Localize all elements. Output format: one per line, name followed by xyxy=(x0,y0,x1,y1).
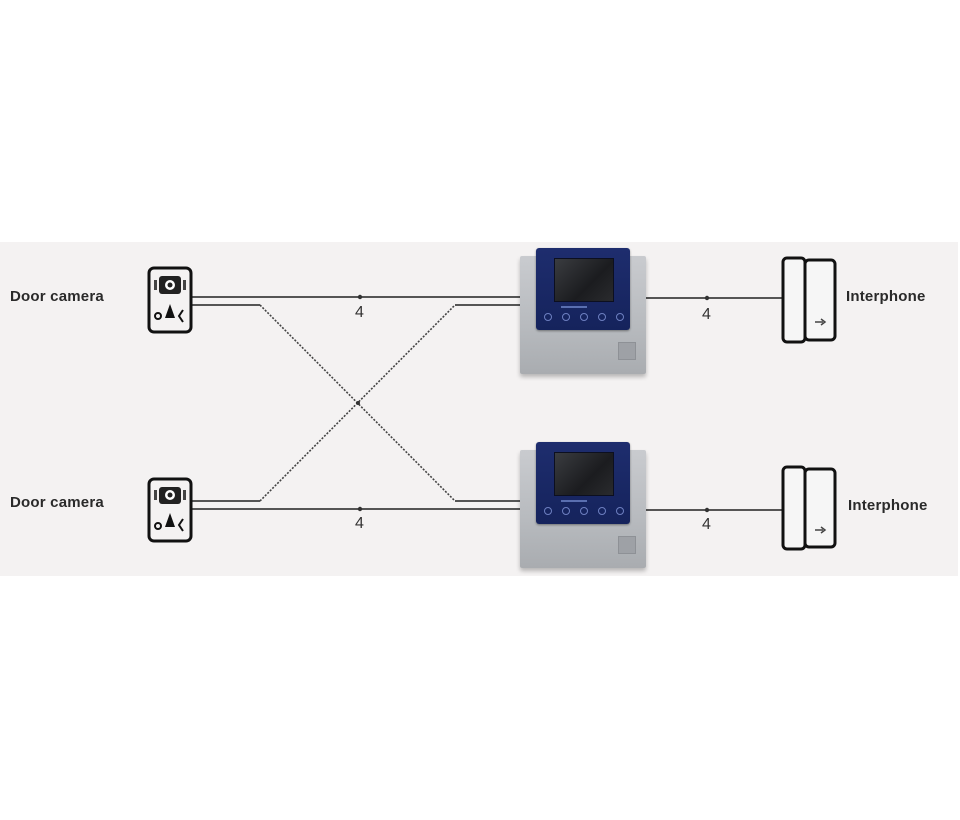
interphone-1-label: Interphone xyxy=(846,288,926,305)
monitor-button-icon xyxy=(544,507,552,515)
monitor-brand-mark xyxy=(561,500,587,502)
wire-count-label: 4 xyxy=(702,516,711,533)
monitor-button-icon xyxy=(562,313,570,321)
monitor-button-icon xyxy=(598,313,606,321)
monitor-button-icon xyxy=(580,507,588,515)
door-camera-icon xyxy=(147,266,193,334)
monitor-screen xyxy=(554,452,614,496)
monitor-button-icon xyxy=(562,507,570,515)
monitor-button-row xyxy=(544,313,624,323)
door-camera-1-label: Door camera xyxy=(10,288,104,305)
video-monitor-2 xyxy=(520,442,646,568)
speaker-grille xyxy=(618,342,636,360)
monitor-button-icon xyxy=(616,507,624,515)
interphone-icon xyxy=(781,256,837,344)
monitor-screen xyxy=(554,258,614,302)
monitor-face xyxy=(536,248,630,330)
video-monitor-1 xyxy=(520,248,646,374)
monitor-button-icon xyxy=(580,313,588,321)
door-camera-2-label: Door camera xyxy=(10,494,104,511)
wire-count-label: 4 xyxy=(702,306,711,323)
interphone-icon xyxy=(781,465,837,551)
wire-count-label: 4 xyxy=(355,515,364,532)
door-camera-icon xyxy=(147,477,193,543)
monitor-button-row xyxy=(544,507,624,517)
monitor-brand-mark xyxy=(561,306,587,308)
interphone-2-label: Interphone xyxy=(848,497,928,514)
monitor-button-icon xyxy=(616,313,624,321)
monitor-button-icon xyxy=(544,313,552,321)
monitor-face xyxy=(536,442,630,524)
wire-count-label: 4 xyxy=(355,304,364,321)
speaker-grille xyxy=(618,536,636,554)
monitor-button-icon xyxy=(598,507,606,515)
